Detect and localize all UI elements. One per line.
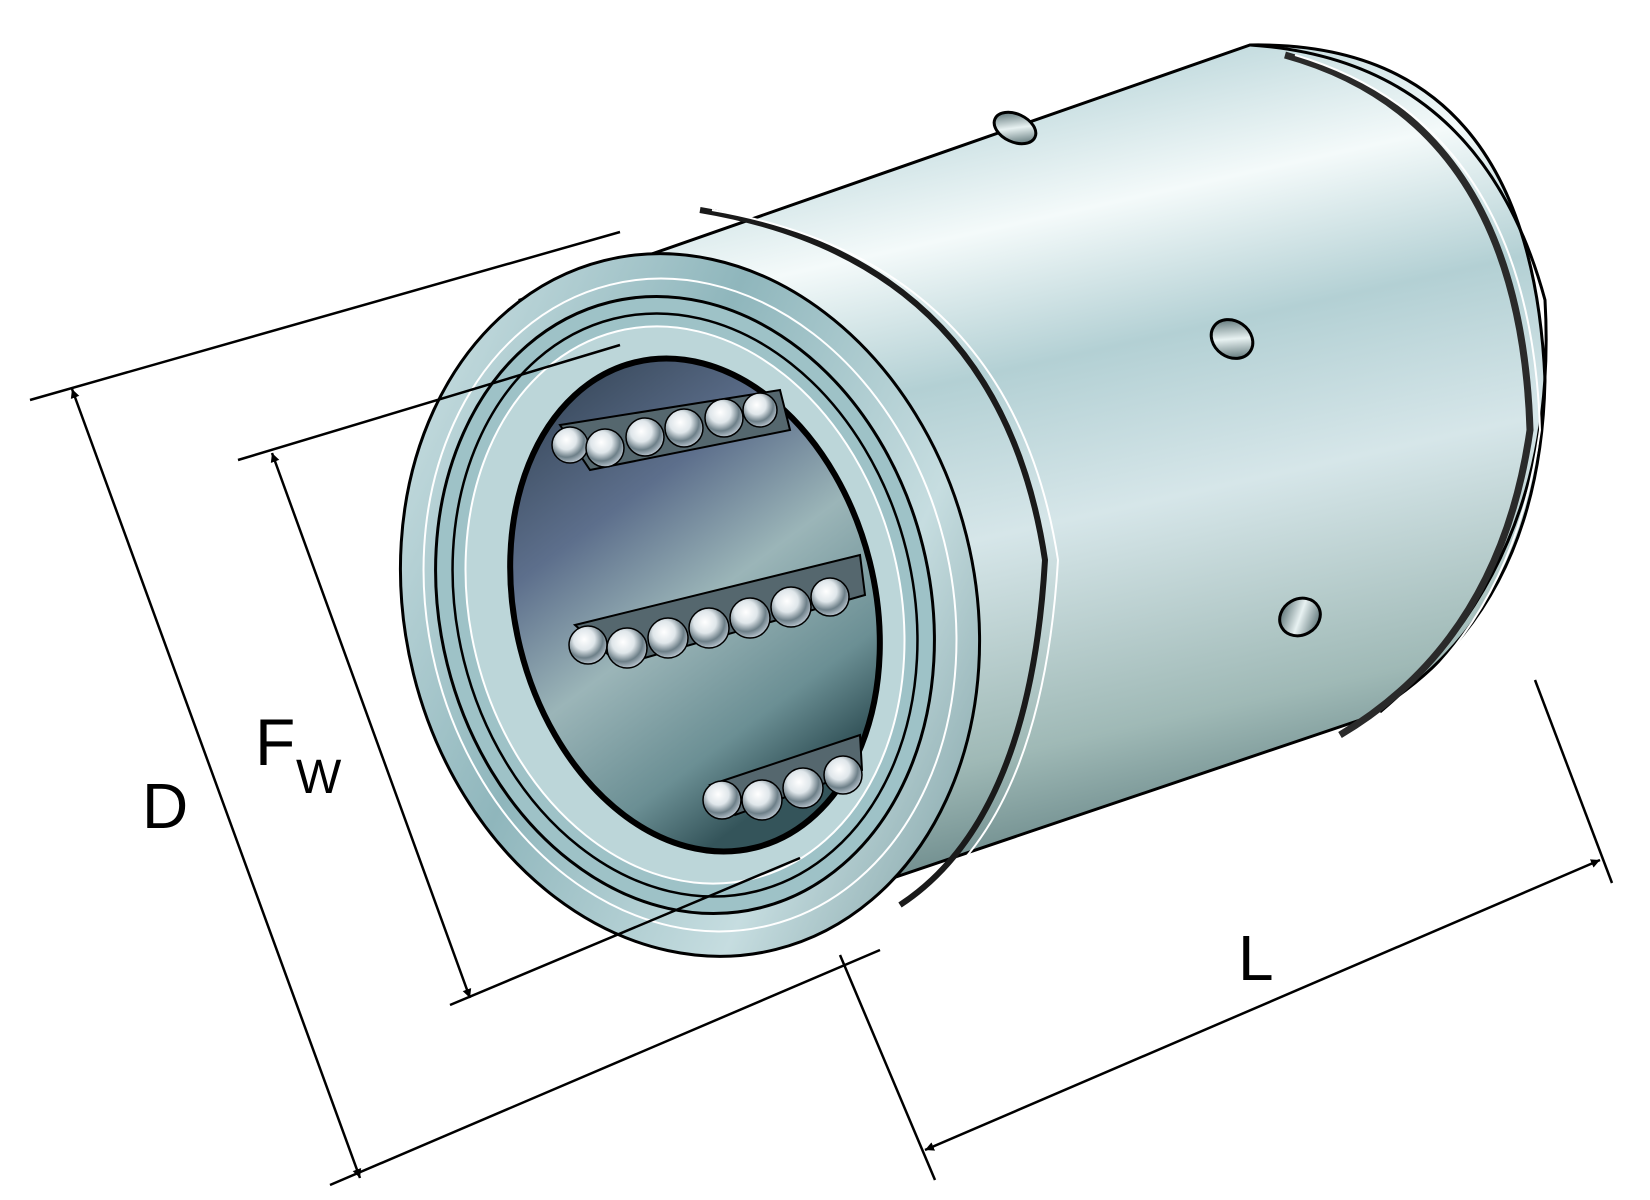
dim-fw-ext-bottom — [449, 856, 801, 1007]
lubrication-holes — [992, 110, 1322, 638]
dimension-lines — [29, 230, 1614, 1187]
label-outer-diameter: D — [142, 770, 188, 842]
label-length: L — [1238, 922, 1274, 994]
retaining-groove-left — [699, 207, 1049, 908]
dim-fw-arrow-line — [270, 452, 472, 999]
lube-hole-top — [992, 110, 1038, 146]
dim-l-ext-left — [838, 954, 937, 1181]
label-inner-diameter-subscript: W — [296, 751, 342, 804]
ball-row-middle — [568, 553, 867, 669]
dim-d-ext-bottom — [329, 948, 881, 1187]
dim-d-ext-top — [29, 230, 621, 402]
ball-row-bottom — [702, 733, 864, 821]
retaining-groove-right — [1284, 51, 1534, 739]
lube-hole-bottom — [1278, 596, 1322, 638]
ball-row-top — [551, 388, 792, 472]
lube-hole-middle — [1209, 318, 1255, 360]
label-inner-diameter: F — [255, 705, 295, 779]
dim-fw-ext-top — [237, 343, 621, 462]
dim-l-ext-right — [1533, 679, 1614, 884]
dim-d-arrow-line — [70, 388, 362, 1179]
dim-l-arrow-line — [924, 858, 1601, 1152]
